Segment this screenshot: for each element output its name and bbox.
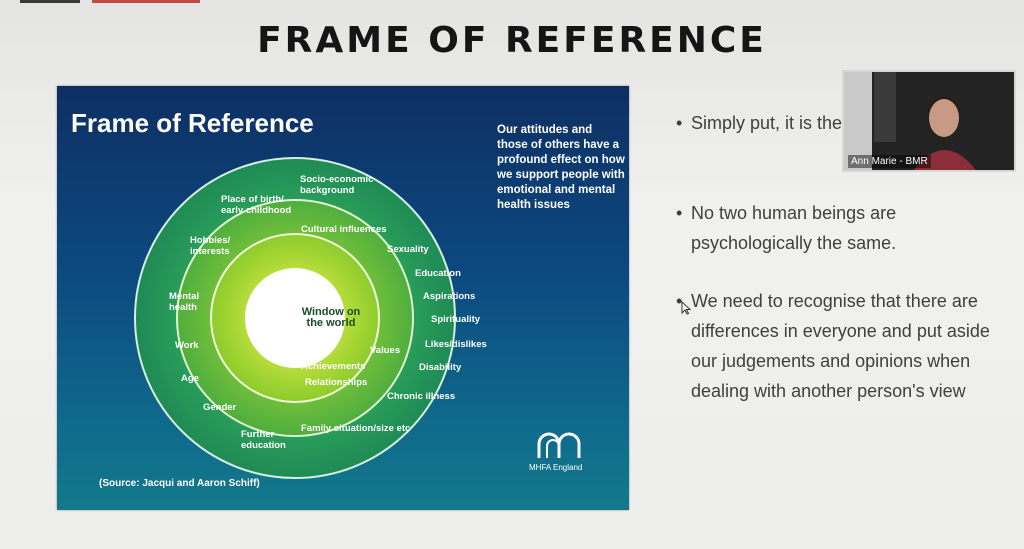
tab-indicator-active[interactable] bbox=[92, 0, 200, 3]
bullet-dot-icon: • bbox=[676, 291, 683, 311]
middle-ring-label: Education bbox=[415, 268, 461, 279]
tab-indicator[interactable] bbox=[20, 0, 80, 3]
outer-ring-label: Age bbox=[181, 373, 199, 384]
middle-ring-label: Likes/dislikes bbox=[425, 339, 487, 350]
middle-ring-label: Family situation/size etc bbox=[301, 423, 410, 434]
inner-ring-label: Relationships bbox=[305, 377, 367, 388]
bullet-dot-icon: • bbox=[676, 203, 683, 223]
logo-caption: MHFA England bbox=[529, 463, 583, 472]
middle-ring-label: Disability bbox=[419, 362, 462, 373]
participant-video-feed bbox=[844, 72, 1014, 170]
graphic-source: (Source: Jacqui and Aaron Schiff) bbox=[99, 478, 260, 489]
slide-title: FRAME OF REFERENCE bbox=[257, 20, 767, 61]
graphic-intro-text: Our attitudes and those of others have a… bbox=[497, 124, 625, 211]
middle-ring-label: Aspirations bbox=[423, 291, 475, 302]
inner-ring-label: Values bbox=[370, 345, 400, 356]
middle-ring-label: Spirituality bbox=[431, 314, 481, 325]
middle-ring-label: Chronic illness bbox=[387, 391, 455, 402]
browser-tab-strip bbox=[0, 0, 1024, 4]
outer-ring-label: Work bbox=[175, 340, 199, 351]
mhfa-logo-icon bbox=[537, 432, 581, 458]
mouse-pointer-icon bbox=[681, 301, 691, 315]
outer-ring-label: Gender bbox=[203, 402, 237, 413]
bullet-dot-icon: • bbox=[676, 113, 683, 133]
inner-ring-label: Achievements bbox=[301, 361, 365, 372]
participant-name: Ann Marie - BMR bbox=[848, 155, 931, 168]
bullet-text: No two human beings are psychologically … bbox=[691, 203, 897, 253]
graphic-title: Frame of Reference bbox=[71, 108, 314, 138]
middle-ring-label: Cultural influences bbox=[301, 224, 387, 235]
participant-video-tile[interactable]: Ann Marie - BMR bbox=[842, 70, 1016, 172]
outer-ring-label: Hobbies/interests bbox=[190, 235, 230, 257]
center-circle bbox=[245, 268, 345, 368]
middle-ring-label: Sexuality bbox=[387, 244, 429, 255]
outer-ring-label: Place of birth/early childhood bbox=[221, 194, 291, 216]
bullet-text: We need to recognise that there are diff… bbox=[691, 291, 990, 401]
